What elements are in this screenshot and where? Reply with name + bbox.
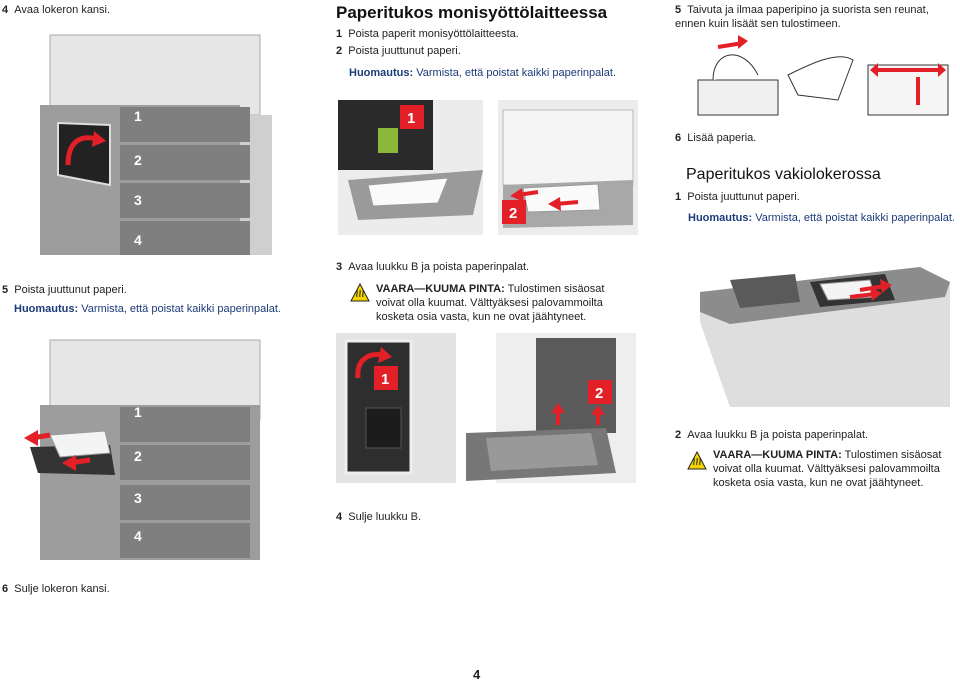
note: Huomautus: Varmista, että poistat kaikki…	[688, 212, 955, 224]
step-text: Avaa lokeron kansi.	[14, 4, 111, 16]
callout-number: 2	[595, 385, 603, 402]
tray-number: 2	[134, 152, 142, 168]
printer-trays-illustration-open-cover: 1 2 3 4	[40, 34, 272, 255]
warning-hot-surface: VAARA—KUUMA PINTA: Tulostimen sisäosat v…	[713, 449, 942, 489]
callout-number: 2	[509, 205, 517, 222]
lever-icon	[378, 128, 398, 153]
step-6-close-tray-cover: 6 Sulje lokeron kansi.	[2, 583, 110, 595]
step-4-open-tray-cover: 4 Avaa lokeron kansi.	[2, 3, 110, 17]
tray-number: 3	[134, 490, 142, 506]
standard-tray-printer-illustration	[700, 267, 950, 407]
callout-number: 1	[381, 371, 389, 388]
tray-number: 3	[134, 192, 142, 208]
door-b-illustration: 1 2	[336, 333, 636, 483]
step-3: 3 Avaa luukku B ja poista paperinpalat.	[336, 261, 530, 273]
section-title: Paperitukos monisyöttölaitteessa	[336, 3, 608, 22]
tray-number: 4	[134, 232, 142, 248]
hot-surface-warning-icon	[350, 283, 370, 302]
tray-number: 1	[134, 108, 142, 124]
warning-hot-surface: VAARA—KUUMA PINTA: Tulostimen sisäosat v…	[376, 283, 605, 323]
arrow-icon	[65, 135, 97, 166]
step-number: 4	[2, 4, 9, 16]
flex-paper-illustration	[697, 35, 949, 116]
step-1: 1 Poista paperit monisyöttölaitteesta.	[336, 28, 519, 40]
note: Huomautus: Varmista, että poistat kaikki…	[349, 67, 616, 79]
step-6-load-paper: 6 Lisää paperia.	[675, 132, 757, 144]
multipurpose-feeder-illustration: 1 2	[338, 100, 638, 235]
hot-surface-warning-icon	[687, 451, 707, 470]
step-2-open-door: 2 Avaa luukku B ja poista paperinpalat.	[675, 429, 869, 441]
step-1: 1 Poista juuttunut paperi.	[675, 191, 800, 203]
tray-number: 1	[134, 404, 142, 420]
tray-number: 2	[134, 448, 142, 464]
page-number: 4	[473, 667, 481, 682]
arrow-icon	[355, 352, 383, 379]
control-panel	[730, 274, 800, 308]
step-5-flex-paper: 5 Taivuta ja ilmaa paperipino ja suorist…	[675, 4, 929, 30]
step-4-close-door: 4 Sulje luukku B.	[336, 511, 422, 523]
step-2: 2 Poista juuttunut paperi.	[336, 45, 461, 57]
printer-trays-illustration-remove-paper: 1 2 3 4	[24, 339, 261, 560]
callout-number: 1	[407, 110, 415, 127]
section-title: Paperitukos vakiolokerossa	[686, 166, 881, 183]
note: Huomautus: Varmista, että poistat kaikki…	[14, 303, 281, 315]
step-5-remove-jammed-paper: 5 Poista juuttunut paperi.	[2, 284, 127, 296]
tray-number: 4	[134, 528, 142, 544]
